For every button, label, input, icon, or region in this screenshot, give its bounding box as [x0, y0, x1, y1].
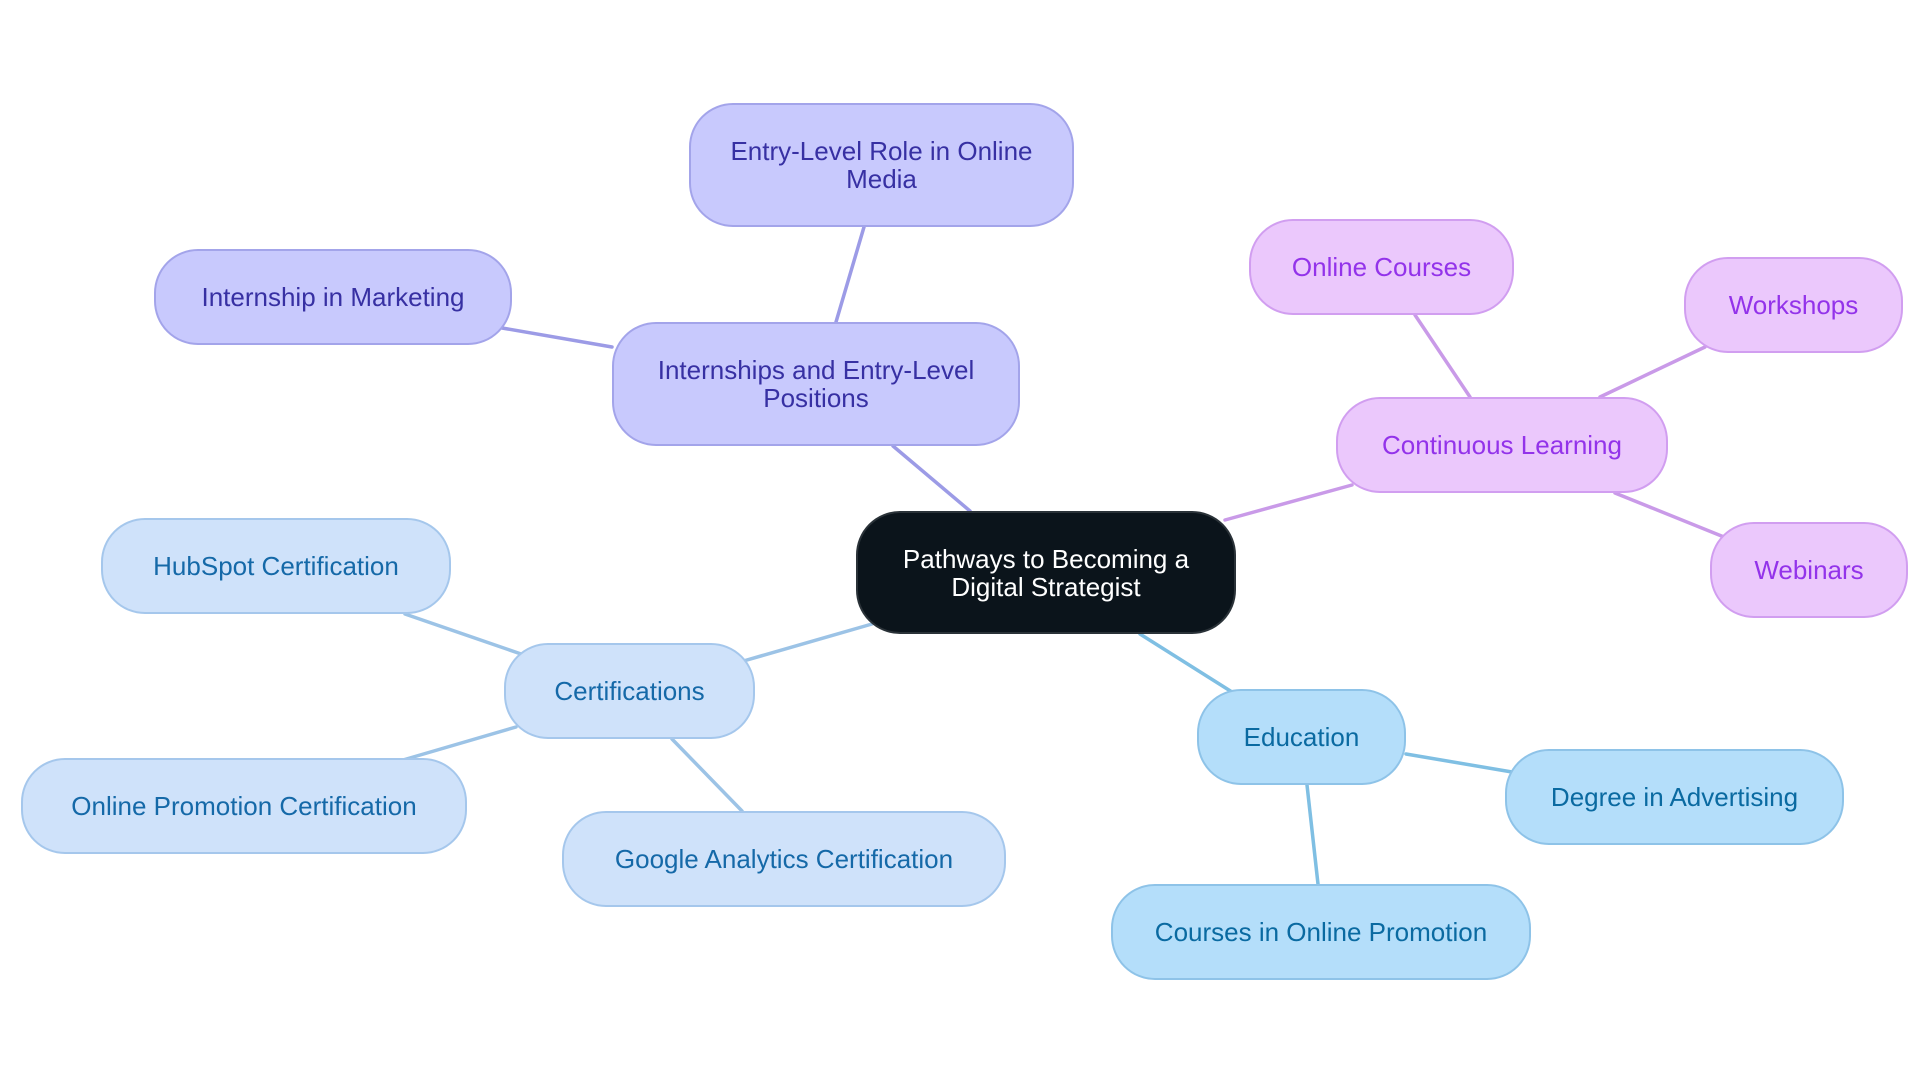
edge-root-education: [1138, 632, 1234, 694]
edge-learning-webinars: [1613, 491, 1726, 539]
branch-certifications: Certifications: [504, 643, 755, 739]
leaf-hubspot-certification: HubSpot Certification: [101, 518, 451, 614]
leaf-google-analytics-certification: Google Analytics Certification: [562, 811, 1006, 907]
leaf-internship-marketing: Internship in Marketing: [154, 249, 512, 345]
edge-certifications-google-analytics: [670, 737, 744, 813]
edge-education-courses: [1305, 783, 1320, 886]
leaf-webinars: Webinars: [1710, 522, 1908, 618]
root-node: Pathways to Becoming a Digital Strategis…: [856, 511, 1236, 634]
leaf-degree-advertising: Degree in Advertising: [1505, 749, 1844, 845]
branch-continuous-learning: Continuous Learning: [1336, 397, 1668, 493]
leaf-entry-level-role: Entry-Level Role in Online Media: [689, 103, 1074, 227]
edge-learning-workshops: [1598, 345, 1707, 399]
leaf-workshops: Workshops: [1684, 257, 1903, 353]
leaf-courses-online-promotion: Courses in Online Promotion: [1111, 884, 1531, 980]
edge-root-learning: [1223, 483, 1354, 522]
edge-learning-online-courses: [1413, 313, 1472, 399]
leaf-online-promotion-certification: Online Promotion Certification: [21, 758, 467, 854]
edge-root-internships: [891, 444, 972, 513]
edge-internships-entry-role: [834, 225, 866, 324]
branch-internships: Internships and Entry-Level Positions: [612, 322, 1020, 446]
leaf-online-courses: Online Courses: [1249, 219, 1514, 315]
edge-internships-marketing: [500, 326, 614, 349]
branch-education: Education: [1197, 689, 1406, 785]
edge-certifications-online-promotion: [401, 725, 518, 762]
edge-certifications-hubspot: [403, 612, 526, 657]
edge-education-degree: [1404, 752, 1514, 774]
edge-root-certifications: [738, 622, 874, 664]
